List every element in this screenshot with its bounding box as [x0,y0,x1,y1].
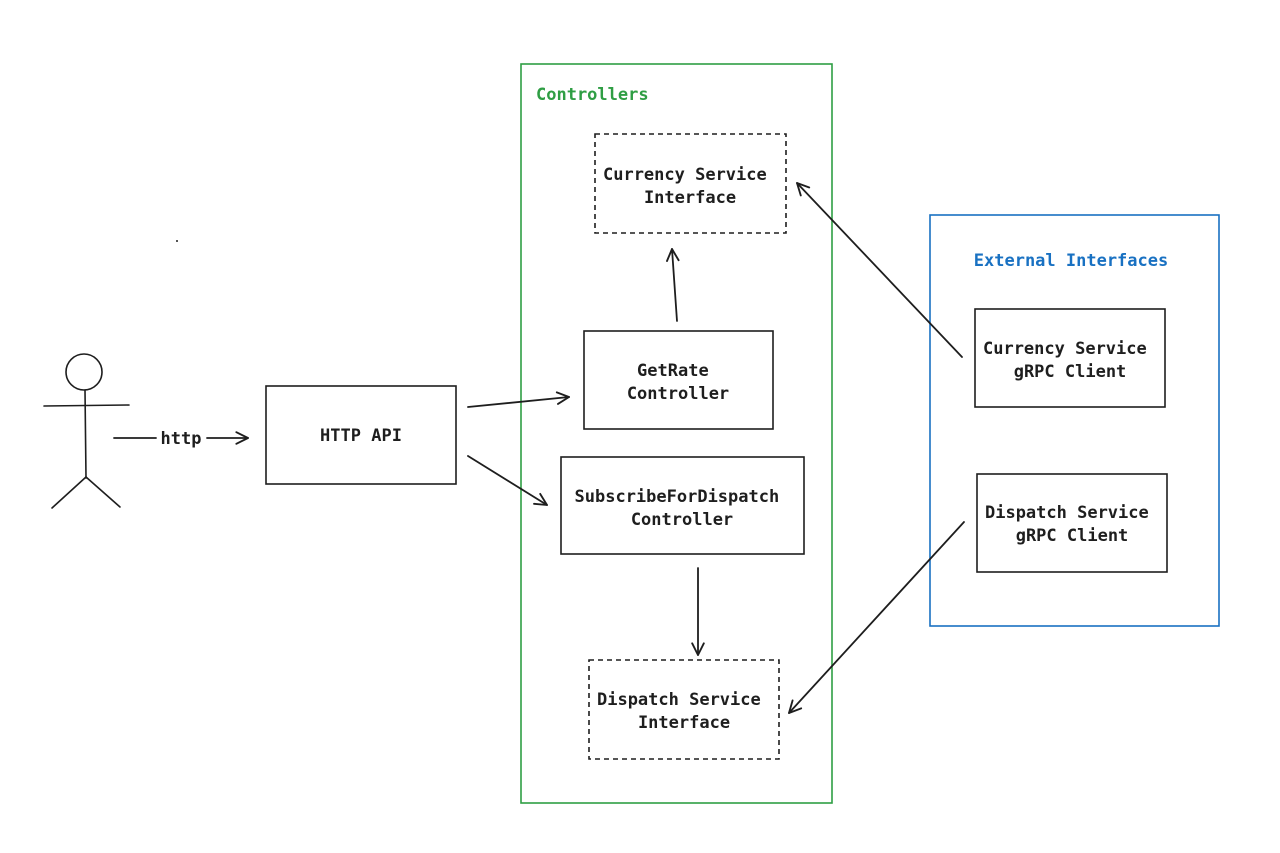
arrow-httpapi-to-subscribe [467,455,548,506]
stray-dot [176,240,178,242]
dispatch-interface-line-2: Interface [638,713,730,733]
dispatch-client-line-1: Dispatch Service [985,503,1149,523]
svg-text:Dispatch Service gRPC: Dispatch Service gRPC Client [985,503,1159,546]
svg-text:GetRate Controller: GetRate Controller [627,361,729,404]
controllers-group-frame [520,63,833,804]
dispatch-grpc-client-node: Dispatch Service gRPC Client [976,473,1168,573]
arrow-getrate-to-currency-interface [666,248,680,322]
http-edge: http [113,429,249,449]
subscribe-line-2: Controller [631,510,733,530]
controllers-group-title: Controllers [536,85,649,105]
svg-text:Currency Service gRPC: Currency Service gRPC Client [983,339,1157,382]
arrow-httpapi-to-getrate [467,391,570,408]
http-api-node: HTTP API [265,385,457,485]
subscribe-line-1: SubscribeForDispatch [575,487,780,507]
dispatch-client-line-2: gRPC Client [1016,526,1129,546]
arrow-dispatch-client-to-interface [788,521,965,714]
currency-interface-line-1: Currency Service [603,165,767,185]
external-interfaces-group: External Interfaces Currency Service gRP… [929,214,1220,627]
svg-text:Dispatch Service Inter: Dispatch Service Interface [597,690,771,733]
getrate-controller-node: GetRate Controller [583,330,774,430]
dispatch-service-interface-node: Dispatch Service Interface [588,659,780,760]
controllers-group: Controllers Currency Service Interface G… [520,63,833,804]
http-edge-label: http [161,429,202,449]
currency-client-line-2: gRPC Client [1014,362,1127,382]
subscribe-controller-node: SubscribeForDispatch Controller [560,456,805,555]
external-group-title: External Interfaces [974,251,1168,271]
arrow-currency-client-to-interface [796,182,963,358]
currency-service-interface-node: Currency Service Interface [594,133,787,234]
currency-interface-line-2: Interface [644,188,736,208]
external-group-frame [929,214,1220,627]
currency-grpc-client-node: Currency Service gRPC Client [974,308,1166,408]
dispatch-interface-line-1: Dispatch Service [597,690,761,710]
currency-client-line-1: Currency Service [983,339,1147,359]
getrate-line-2: Controller [627,384,729,404]
getrate-line-1: GetRate [637,361,709,381]
stick-figure-icon [43,353,130,509]
svg-text:Currency Service Inter: Currency Service Interface [603,165,777,208]
svg-text:SubscribeForDispatch C: SubscribeForDispatch Controller [575,487,790,530]
http-api-label: HTTP API [320,426,402,446]
